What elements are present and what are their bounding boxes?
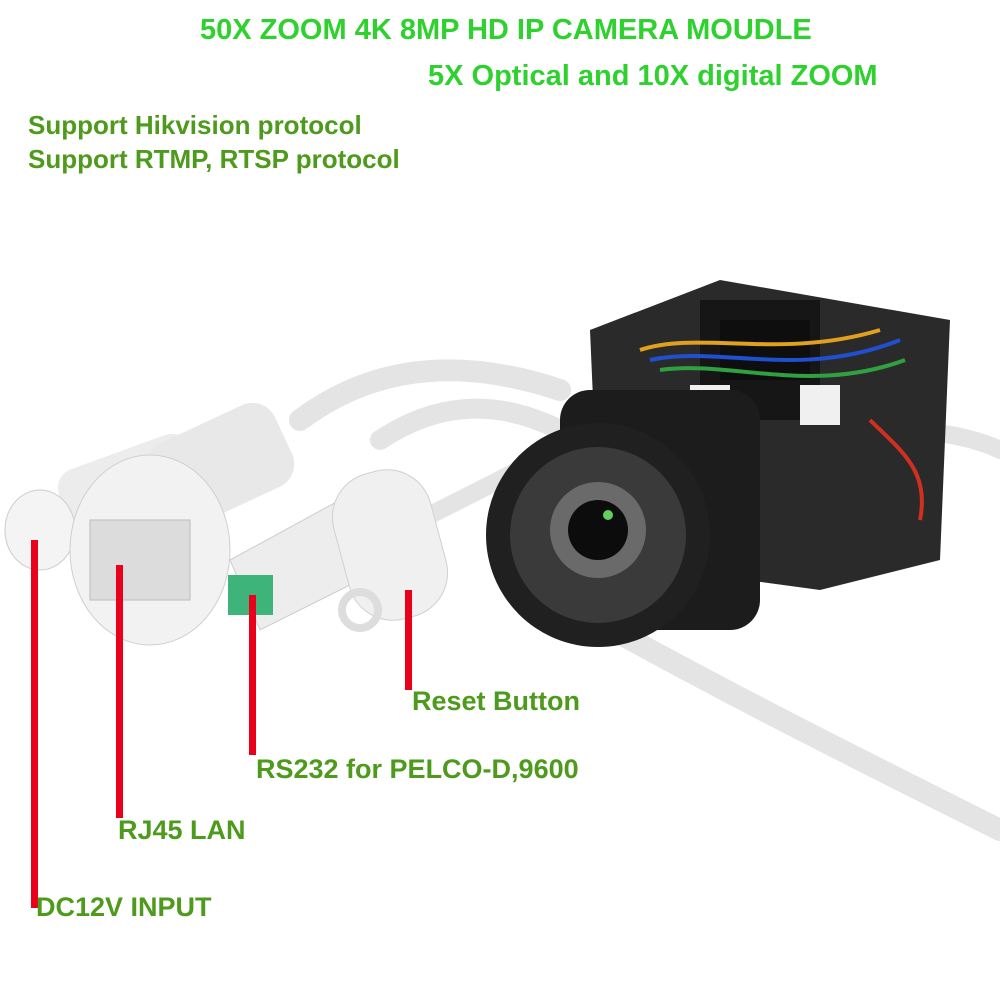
pointer-line-rj45 — [116, 565, 123, 818]
label-dc12v-input: DC12V INPUT — [36, 892, 212, 922]
page-title: 50X ZOOM 4K 8MP HD IP CAMERA MOUDLE — [200, 14, 812, 46]
label-rj45-lan: RJ45 LAN — [118, 815, 246, 845]
cable — [370, 398, 570, 450]
rj45-connector — [69, 402, 295, 646]
page-subtitle: 5X Optical and 10X digital ZOOM — [428, 60, 878, 92]
lens — [486, 390, 760, 647]
label-reset-button: Reset Button — [412, 686, 580, 716]
pointer-line-reset — [405, 590, 412, 690]
cable — [289, 359, 571, 431]
pointer-line-dc12v — [31, 540, 38, 908]
feature-hikvision: Support Hikvision protocol — [28, 110, 362, 140]
feature-rtmp-rtsp: Support RTMP, RTSP protocol — [28, 144, 400, 174]
label-rs232: RS232 for PELCO-D,9600 — [256, 754, 579, 784]
pointer-line-rs232 — [249, 595, 256, 755]
reset-button-housing — [331, 469, 449, 632]
